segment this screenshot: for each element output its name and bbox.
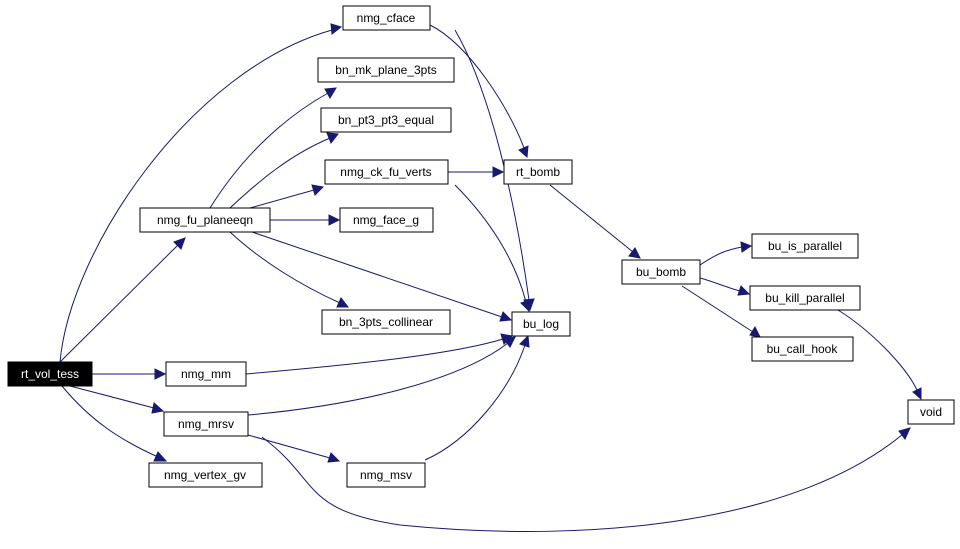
arrow-head (518, 145, 529, 159)
node-bu_bomb[interactable]: bu_bomb (621, 259, 701, 285)
edge-bu_bomb-bu_is_parallel (699, 246, 743, 266)
edge-nmg_cface-rt_bomb (429, 24, 525, 149)
arrow-head (311, 184, 325, 196)
edge-nmg_fu_planeeqn-bn_mk_plane_3pts (209, 92, 329, 209)
node-label: bu_kill_parallel (765, 291, 844, 305)
arrow-head (912, 387, 922, 401)
node-void[interactable]: void (907, 399, 955, 425)
arrow-head (740, 241, 753, 253)
arrow-head (898, 427, 911, 440)
edges (59, 23, 922, 532)
edge-nmg_fu_planeeqn-nmg_ck_fu_verts (249, 189, 315, 209)
edge-nmg_msv-bu_log (424, 344, 526, 461)
arrow-head (327, 452, 341, 463)
edge-rt_vol_tess-nmg_vertex_gv (61, 385, 159, 458)
node-label: bn_mk_plane_3pts (335, 63, 436, 77)
edge-nmg_fu_planeeqn-bn_pt3_pt3_equal (229, 137, 331, 209)
edge-nmg_mrsv-nmg_msv (247, 434, 331, 459)
node-label: bn_pt3_pt3_equal (338, 113, 434, 127)
nodes: rt_vol_tess nmg_cface bn_mk_plane_3pts b… (7, 5, 955, 488)
arrow-head (499, 311, 513, 322)
edge-rt_vol_tess-nmg_mrsv (69, 385, 155, 409)
node-bn_3pts_collinear[interactable]: bn_3pts_collinear (321, 309, 451, 335)
arrow-head (328, 214, 341, 226)
arrow-head (326, 132, 339, 144)
node-label: bu_is_parallel (768, 239, 842, 253)
arrow-head (749, 325, 761, 338)
node-nmg_fu_planeeqn[interactable]: nmg_fu_planeeqn (139, 207, 271, 233)
node-label: bu_call_hook (767, 342, 839, 356)
node-label: bn_3pts_collinear (339, 315, 433, 329)
node-label: nmg_msv (360, 468, 412, 482)
node-nmg_mrsv[interactable]: nmg_mrsv (163, 411, 249, 437)
arrow-head (336, 297, 350, 308)
node-label: nmg_ck_fu_verts (340, 165, 431, 179)
node-label: void (920, 405, 942, 419)
arrow-head (330, 23, 343, 35)
node-bu_log[interactable]: bu_log (511, 311, 571, 337)
edge-nmg_fu_planeeqn-bn_3pts_collinear (229, 231, 341, 304)
node-nmg_cface[interactable]: nmg_cface (342, 5, 431, 31)
node-bu_call_hook[interactable]: bu_call_hook (751, 336, 854, 362)
edge-nmg_ck_fu_verts-bu_log (454, 184, 527, 303)
node-nmg_vertex_gv[interactable]: nmg_vertex_gv (148, 462, 263, 488)
edge-bu_bomb-bu_kill_parallel (699, 277, 741, 292)
node-rt_bomb[interactable]: rt_bomb (503, 159, 573, 185)
node-label: rt_bomb (516, 165, 560, 179)
node-label: nmg_fu_planeeqn (157, 213, 253, 227)
arrow-head (737, 285, 751, 296)
node-rt_vol_tess[interactable]: rt_vol_tess (7, 361, 93, 387)
node-bu_is_parallel[interactable]: bu_is_parallel (751, 233, 859, 259)
node-label: nmg_mrsv (178, 417, 234, 431)
edge-nmg_fu_planeeqn-bu_log (251, 231, 503, 318)
arrow-head (324, 87, 337, 99)
node-nmg_mm[interactable]: nmg_mm (165, 361, 247, 387)
node-bn_pt3_pt3_equal[interactable]: bn_pt3_pt3_equal (320, 107, 452, 133)
edge-rt_bomb-bu_bomb (549, 184, 634, 253)
arrow-head (151, 402, 165, 414)
node-bn_mk_plane_3pts[interactable]: bn_mk_plane_3pts (317, 57, 455, 83)
edge-nmg_cface-bu_log (454, 29, 530, 301)
node-label: bu_bomb (636, 265, 686, 279)
node-label: nmg_cface (357, 11, 416, 25)
node-label: rt_vol_tess (21, 367, 79, 381)
arrow-head (153, 451, 168, 462)
edge-bu_bomb-bu_call_hook (681, 285, 754, 333)
arrow-head (520, 299, 531, 313)
arrow-head (173, 237, 186, 250)
node-label: nmg_vertex_gv (164, 468, 246, 482)
edge-rt_vol_tess-nmg_fu_planeeqn (59, 244, 179, 363)
arrow-head (519, 334, 530, 348)
node-label: nmg_mm (181, 367, 231, 381)
arrow-head (628, 247, 641, 259)
node-nmg_msv[interactable]: nmg_msv (346, 462, 426, 488)
node-label: bu_log (523, 317, 559, 331)
arrow-head (492, 166, 505, 178)
arrow-head (154, 368, 167, 380)
edge-rt_vol_tess-nmg_cface (59, 29, 333, 363)
node-label: nmg_face_g (353, 213, 419, 227)
edge-bu_kill_parallel-void (837, 309, 918, 391)
edge-nmg_mrsv-bu_log (247, 342, 509, 416)
node-nmg_face_g[interactable]: nmg_face_g (339, 207, 434, 233)
node-bu_kill_parallel[interactable]: bu_kill_parallel (749, 285, 861, 311)
edge-nmg_mrsv-void (261, 433, 904, 532)
node-nmg_ck_fu_verts[interactable]: nmg_ck_fu_verts (324, 159, 449, 185)
edge-nmg_mm-bu_log (245, 338, 504, 375)
arrow-head (503, 336, 516, 348)
